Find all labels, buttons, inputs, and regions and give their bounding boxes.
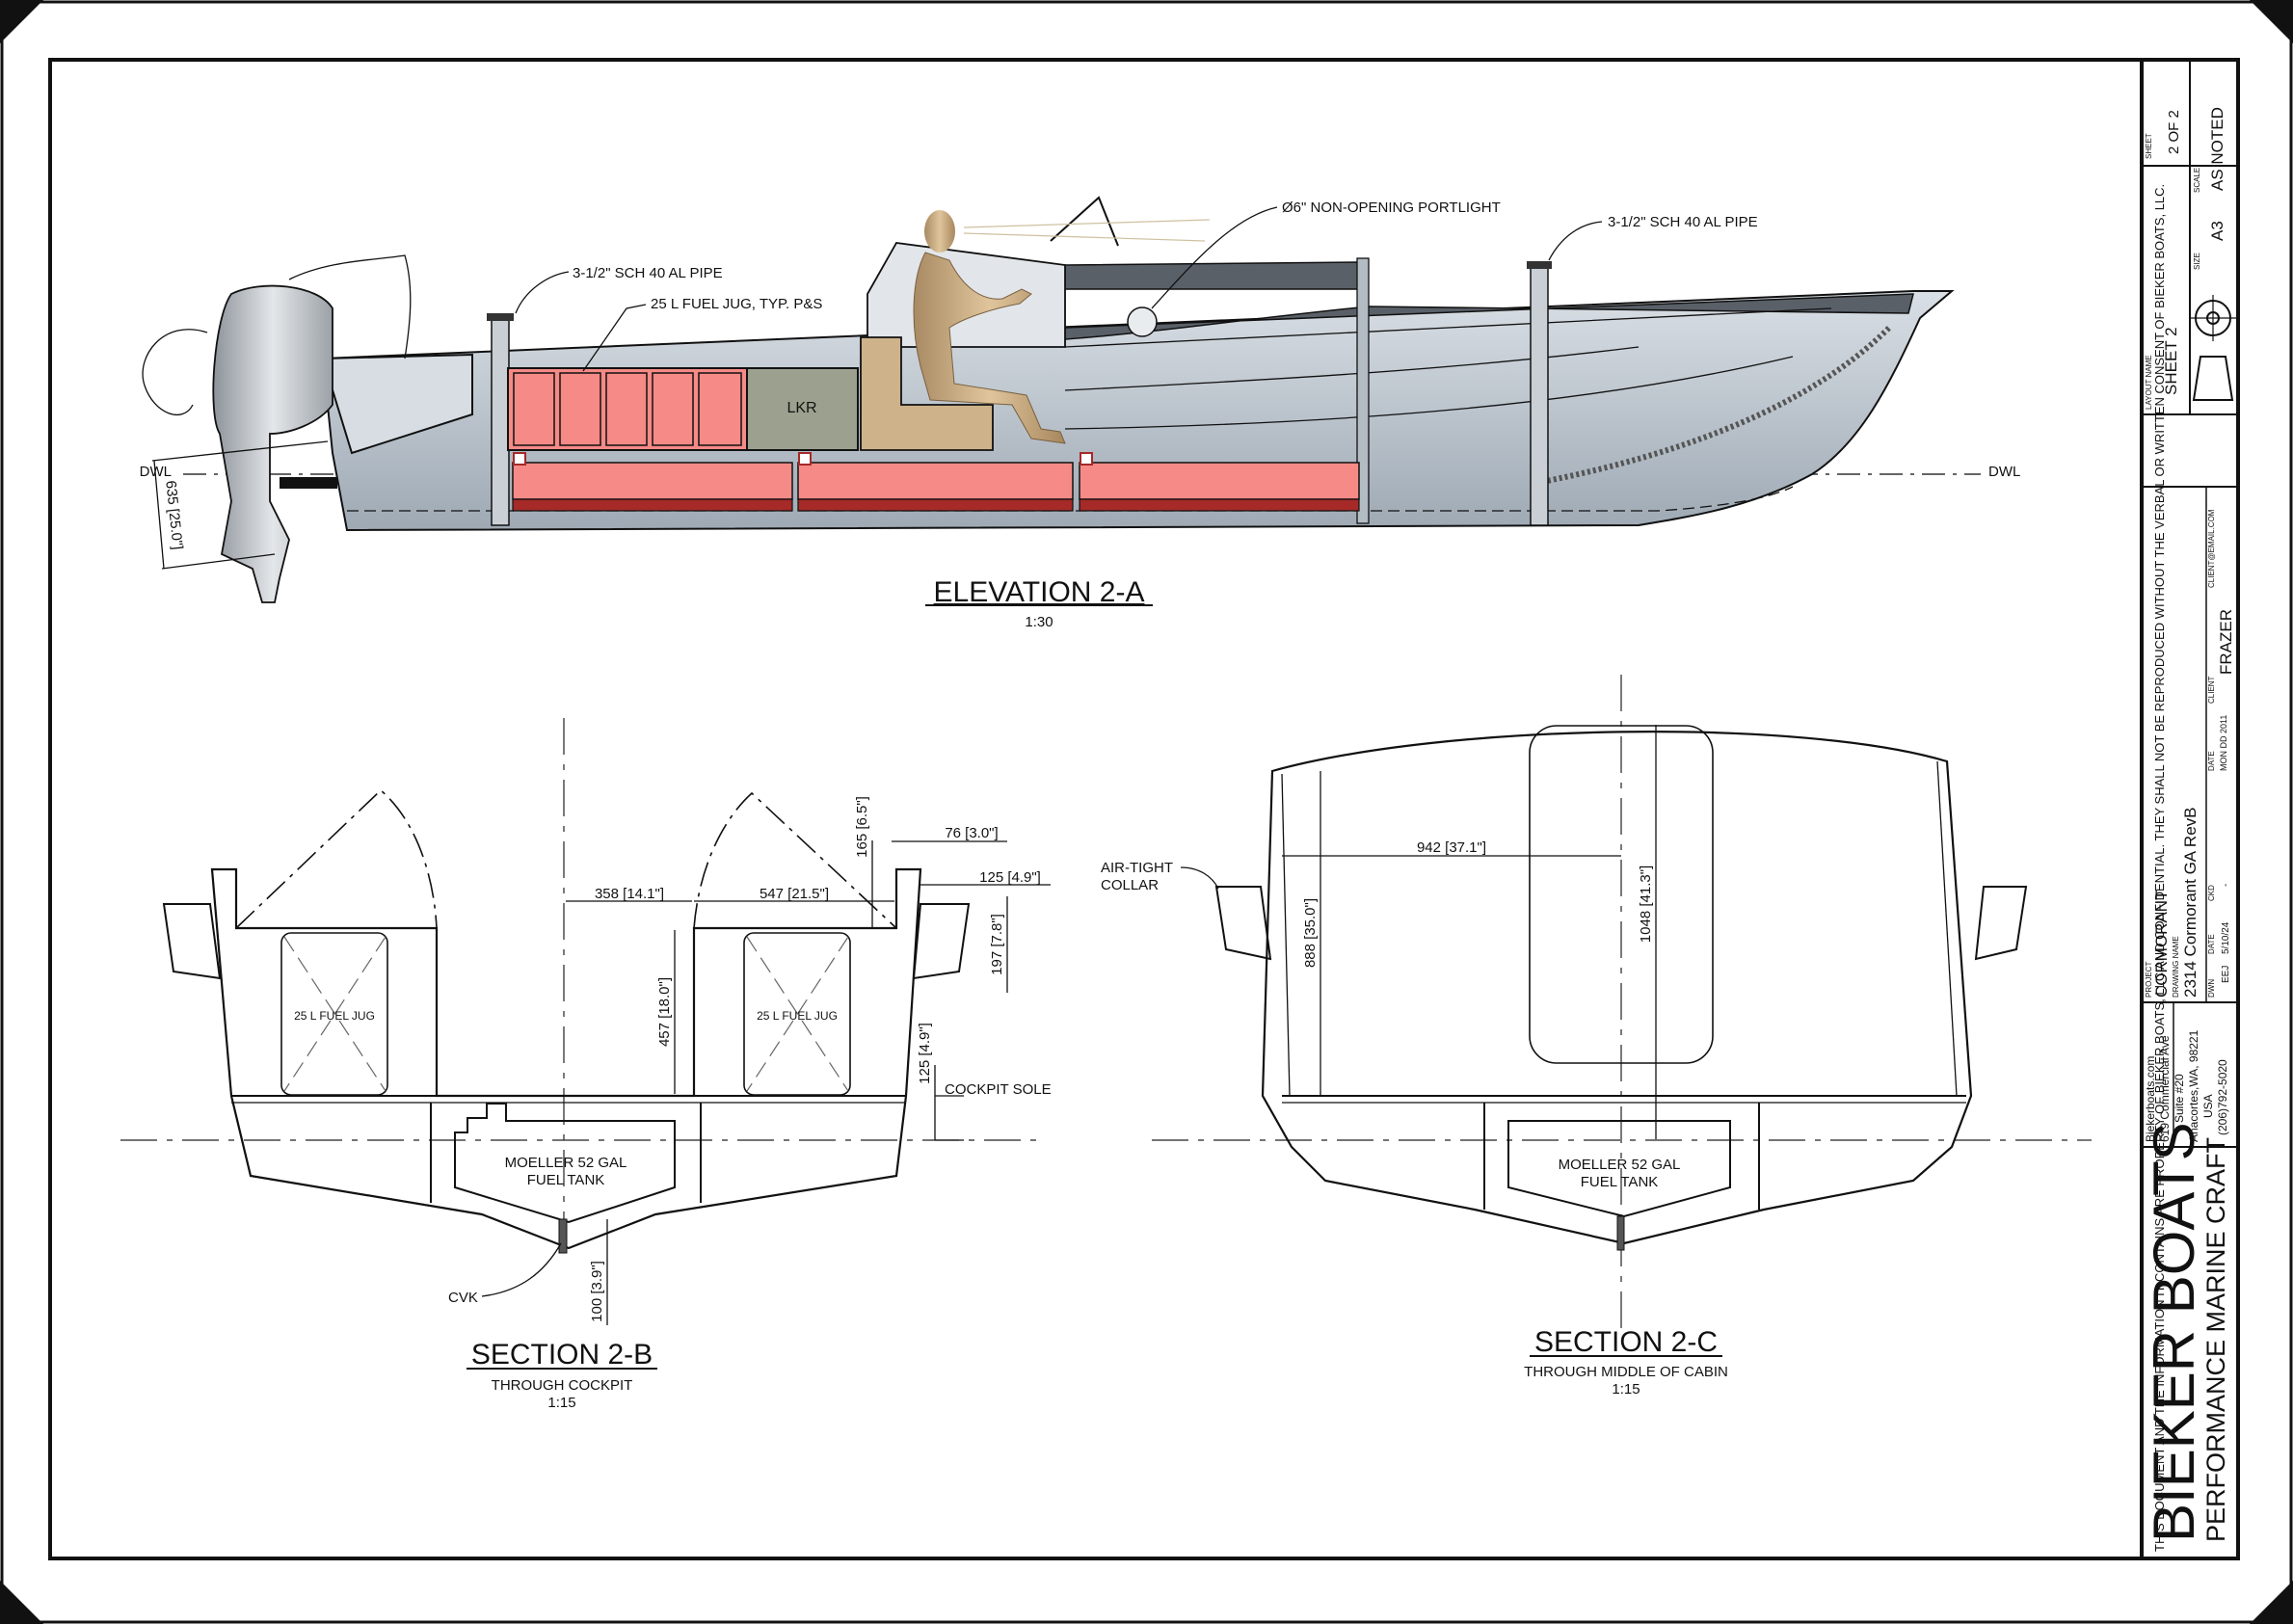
section-c-hull <box>1261 731 1973 1245</box>
svg-text:MOELLER 52 GAL: MOELLER 52 GAL <box>505 1155 627 1171</box>
cvk-label: CVK <box>448 1290 478 1306</box>
svg-text:(206)792-5020: (206)792-5020 <box>2216 1059 2229 1135</box>
callout-forward-pipe: 3-1/2" SCH 40 AL PIPE <box>1608 214 1758 230</box>
svg-text:Suite #20: Suite #20 <box>2173 1074 2186 1123</box>
dim-942: 942 [37.1"] <box>1417 839 1486 856</box>
locker-label: LKR <box>787 400 816 416</box>
svg-text:25 L FUEL JUG: 25 L FUEL JUG <box>757 1009 838 1023</box>
layout-name: SHEET 2 <box>2162 327 2180 395</box>
svg-text:SIZE: SIZE <box>2193 253 2201 270</box>
svg-text:25 L FUEL JUG: 25 L FUEL JUG <box>294 1009 375 1023</box>
svg-text:DWN: DWN <box>2207 979 2216 998</box>
callout-aft-pipe: 3-1/2" SCH 40 AL PIPE <box>573 265 723 281</box>
section-c-view: MOELLER 52 GAL FUEL TANK 942 [37.1"] 888… <box>1101 675 2092 1398</box>
elevation-scale: 1:30 <box>1025 614 1053 630</box>
forward-pipe <box>1530 264 1549 526</box>
svg-text:EEJ: EEJ <box>2221 966 2231 983</box>
callout-fuel-jug: 25 L FUEL JUG, TYP. P&S <box>651 296 822 312</box>
svg-text:SHEET: SHEET <box>2145 133 2153 159</box>
dim-125b: 125 [4.9"] <box>917 1023 933 1084</box>
dim-547: 547 [21.5"] <box>760 886 829 902</box>
cockpit-sole-label: COCKPIT SOLE <box>945 1081 1052 1098</box>
svg-text:LAYOUT NAME: LAYOUT NAME <box>2145 355 2153 410</box>
svg-text:619 Commercial Ave: 619 Commercial Ave <box>2158 1035 2172 1142</box>
section-b-jug-left: 25 L FUEL JUG <box>280 932 388 1096</box>
corner-tab <box>2250 0 2293 43</box>
section-b-view: 25 L FUEL JUG 25 L FUEL JUG MOELLER 52 G… <box>120 718 1052 1411</box>
dim-358: 358 [14.1"] <box>595 886 664 902</box>
dim-165: 165 [6.5"] <box>854 796 870 858</box>
section-b-subtitle: THROUGH COCKPIT <box>492 1377 633 1394</box>
fuel-jug-row <box>507 367 748 451</box>
dim-1048: 1048 [41.3"] <box>1638 865 1654 943</box>
svg-text:SCALE: SCALE <box>2193 168 2201 193</box>
main-fuel-tanks <box>512 452 1360 512</box>
collar-label-2: COLLAR <box>1101 877 1159 893</box>
svg-text:Anacortes,WA, 98221: Anacortes,WA, 98221 <box>2187 1029 2200 1142</box>
dim-888: 888 [35.0"] <box>1302 898 1319 968</box>
svg-text:MOELLER 52 GAL: MOELLER 52 GAL <box>1559 1157 1681 1173</box>
svg-text:CLIENT@EMAIL.COM: CLIENT@EMAIL.COM <box>2207 509 2216 588</box>
address-block: Biekerboats.com 619 Commercial Ave Suite… <box>2144 1029 2229 1142</box>
company-name: BIEKER BOATS <box>2142 1122 2206 1542</box>
elevation-title: ELEVATION 2-A <box>934 576 1145 608</box>
svg-text:PROJECT: PROJECT <box>2145 962 2153 998</box>
helm-seat <box>860 336 994 451</box>
corner-tab <box>0 1581 43 1624</box>
section-b-title: SECTION 2-B <box>471 1339 653 1371</box>
section-c-subtitle: THROUGH MIDDLE OF CABIN <box>1524 1364 1728 1380</box>
svg-text:Biekerboats.com: Biekerboats.com <box>2144 1056 2157 1142</box>
section-c-title: SECTION 2-C <box>1534 1326 1718 1358</box>
svg-text:FUEL TANK: FUEL TANK <box>1581 1174 1659 1190</box>
dwl-label-right: DWL <box>1988 464 2020 480</box>
section-c-scale: 1:15 <box>1612 1381 1640 1398</box>
client-name: FRAZER <box>2217 609 2235 675</box>
svg-text:MON DD 2011: MON DD 2011 <box>2219 715 2228 771</box>
sheet-size: A3 <box>2208 221 2226 241</box>
drawing-name: 2314 Cormorant GA RevB <box>2181 808 2200 998</box>
svg-text:CKD: CKD <box>2207 885 2216 901</box>
sheet-number: 2 OF 2 <box>2166 110 2182 154</box>
callout-portlight: Ø6" NON-OPENING PORTLIGHT <box>1282 200 1501 216</box>
svg-text:DATE: DATE <box>2207 934 2216 954</box>
drawing-border <box>48 58 2240 1560</box>
svg-text:CLIENT: CLIENT <box>2207 676 2216 704</box>
svg-text:USA: USA <box>2201 1094 2215 1118</box>
section-c-fuel-tank <box>1507 1120 1731 1218</box>
dim-457: 457 [18.0"] <box>656 977 673 1047</box>
portlight <box>1127 306 1158 337</box>
aft-pipe <box>491 317 510 526</box>
dim-76: 76 [3.0"] <box>945 825 998 841</box>
section-b-jug-right: 25 L FUEL JUG <box>743 932 851 1096</box>
collar-label-1: AIR-TIGHT <box>1101 860 1173 876</box>
section-b-hull <box>210 867 922 1250</box>
svg-text:-: - <box>2221 884 2231 887</box>
svg-text:FUEL TANK: FUEL TANK <box>527 1172 605 1188</box>
dim-197: 197 [7.8"] <box>989 914 1005 975</box>
sheet-scale: AS NOTED <box>2208 107 2226 191</box>
section-b-scale: 1:15 <box>547 1395 575 1411</box>
title-block: BIEKER BOATS PERFORMANCE MARINE CRAFT TH… <box>2140 60 2238 1558</box>
dim-125a: 125 [4.9"] <box>979 869 1041 886</box>
corner-tab <box>2250 1581 2293 1624</box>
disclaimer: THIS DOCUMENT AND THE INFORMATION IT CON… <box>2152 184 2167 1552</box>
projection-symbol-icon <box>2190 295 2236 401</box>
company-tagline: PERFORMANCE MARINE CRAFT <box>2201 1137 2230 1542</box>
section-b-fuel-tank <box>454 1103 676 1224</box>
svg-text:5/10/24: 5/10/24 <box>2221 921 2231 954</box>
locker <box>746 367 859 451</box>
helmsman-figure <box>913 210 1211 444</box>
dim-100: 100 [3.9"] <box>589 1261 605 1322</box>
outboard-motor <box>212 284 333 603</box>
elevation-view: DWL DWL <box>140 196 2020 630</box>
svg-text:DATE: DATE <box>2207 751 2216 771</box>
project-name: CORMORANT <box>2152 891 2171 998</box>
corner-tab <box>0 0 43 43</box>
wheelhouse-roof <box>1064 261 1360 290</box>
svg-text:DRAWING NAME: DRAWING NAME <box>2172 936 2180 998</box>
cabin-opening <box>1529 725 1714 1064</box>
